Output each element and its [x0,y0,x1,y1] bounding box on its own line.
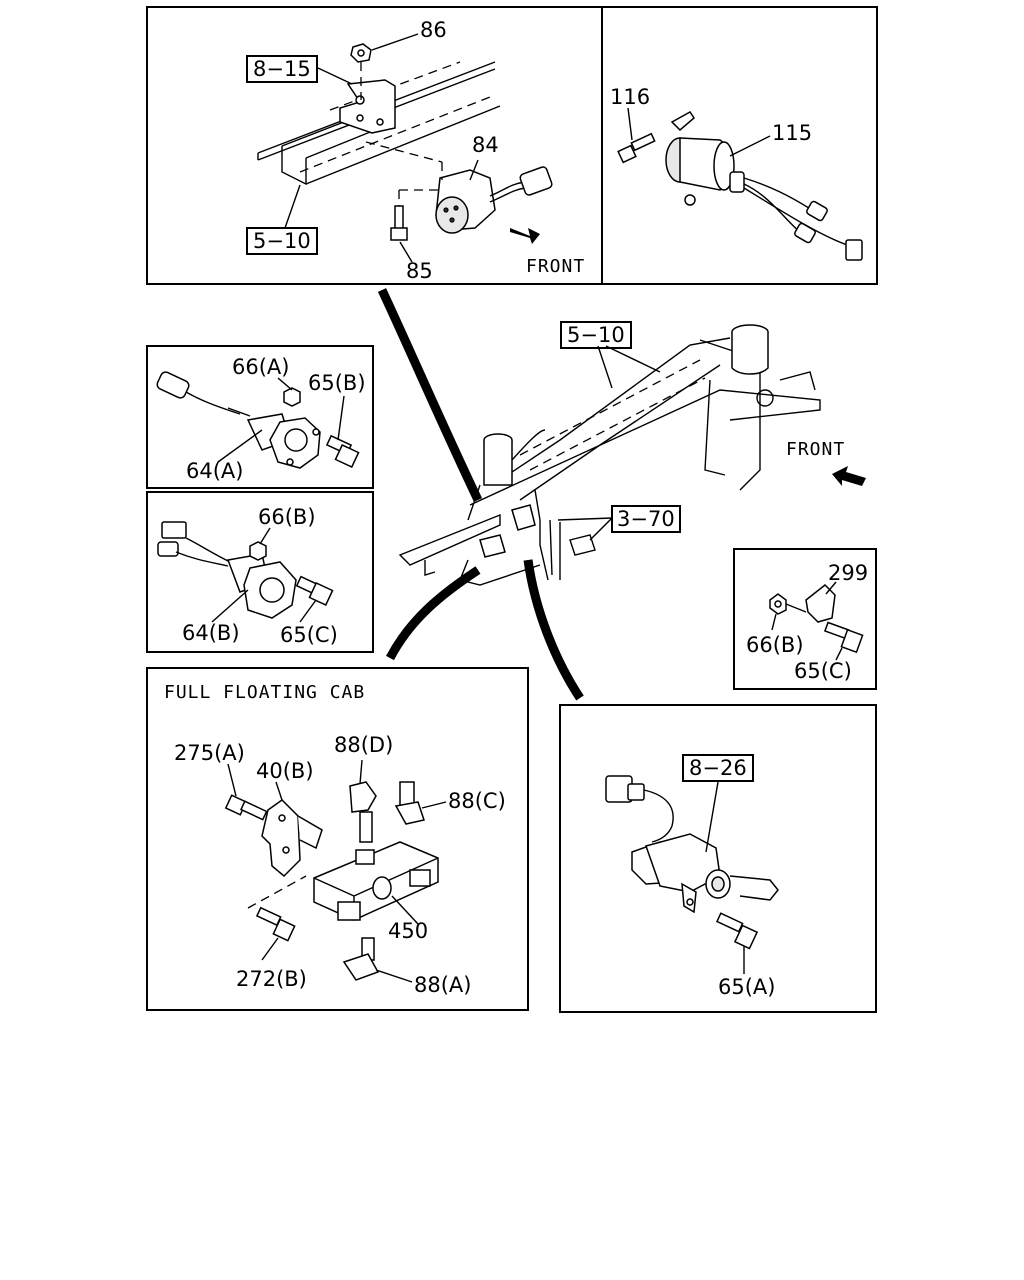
bracket-40b-drawing [261,799,323,878]
label-main-5-10: 5−10 [567,323,625,347]
fitting-88d-drawing [349,781,377,843]
panel-64b: 66(B) 64(B) 65(C) [146,491,374,653]
frame-rail-drawing [257,61,501,186]
chassis-frame-drawing [398,337,821,576]
bolt-275a-drawing [224,794,268,821]
bolt-116-drawing [617,132,656,164]
bolt-272b-drawing [247,875,307,942]
panel-top-right: 116 115 [610,85,863,261]
tank-drawing [731,324,769,375]
label-65c: 65(C) [280,623,338,647]
label-66b: 66(B) [258,505,316,529]
block-450-drawing [313,841,439,921]
label-3-70: 3−70 [617,507,675,531]
panel-64a: 66(A) 65(B) 64(A) [146,345,374,489]
label-8-26: 8−26 [689,756,747,780]
bolt-65b-drawing [325,434,360,469]
label-84: 84 [472,133,499,157]
panel-299: 299 66(B) 65(C) [733,548,877,690]
label-299-66b: 66(B) [746,633,804,657]
switch-115-drawing [665,111,863,261]
panel-full-floating-cab: FULL FLOATING CAB [146,667,529,1011]
main-assembly: 5−10 FRONT 3−70 [398,321,866,586]
top-panel-frame [146,6,878,285]
label-front: FRONT [526,256,585,277]
label-8-15-box [246,55,318,83]
label-66a: 66(A) [232,355,289,379]
bracket-drawing [339,79,396,134]
label-116: 116 [610,85,650,109]
panel-top-left: 86 8−15 84 5−10 85 FRONT [246,18,585,283]
bolt-65a-drawing [716,912,759,950]
panel-8-26: 8−26 65(A) [559,704,877,1013]
label-64a: 64(A) [186,459,243,483]
label-64b: 64(B) [182,621,240,645]
label-88a: 88(A) [414,973,471,997]
label-5-10: 5−10 [253,229,311,253]
callout-lines [377,288,584,701]
label-85: 85 [406,259,433,283]
label-115: 115 [772,121,812,145]
bolt-65c-drawing [295,575,334,607]
switch-64a-drawing [156,371,321,469]
label-86: 86 [420,18,447,42]
label-3-70-box [611,505,681,533]
label-88d: 88(D) [334,733,393,757]
label-main-5-10-box [560,321,632,349]
label-299-65c: 65(C) [794,659,852,683]
label-40b: 40(B) [256,759,314,783]
label-88c: 88(C) [448,789,506,813]
label-299: 299 [828,561,868,585]
label-65b: 65(B) [308,371,366,395]
switch-8-26-drawing [605,775,779,914]
label-275a: 275(A) [174,741,245,765]
label-272b: 272(B) [236,967,307,991]
bolt-85-drawing [390,189,440,241]
label-8-26-box [682,754,754,782]
label-8-15: 8−15 [253,57,311,81]
front-arrow-icon [510,228,540,244]
label-65a: 65(A) [718,975,775,999]
label-main-front: FRONT [786,439,845,460]
fitting-88a-drawing [342,937,380,981]
switch-84-drawing [365,141,553,234]
label-5-10-box [246,227,318,255]
label-450: 450 [388,919,428,943]
valve-assembly-drawing [459,429,596,586]
front-arrow-main-icon [832,466,866,486]
fitting-88c-drawing [394,781,425,825]
switch-64b-drawing [157,521,297,619]
cab-panel-title: FULL FLOATING CAB [164,682,365,703]
clip-299-drawing [769,583,864,654]
nut-86-drawing [350,43,372,100]
